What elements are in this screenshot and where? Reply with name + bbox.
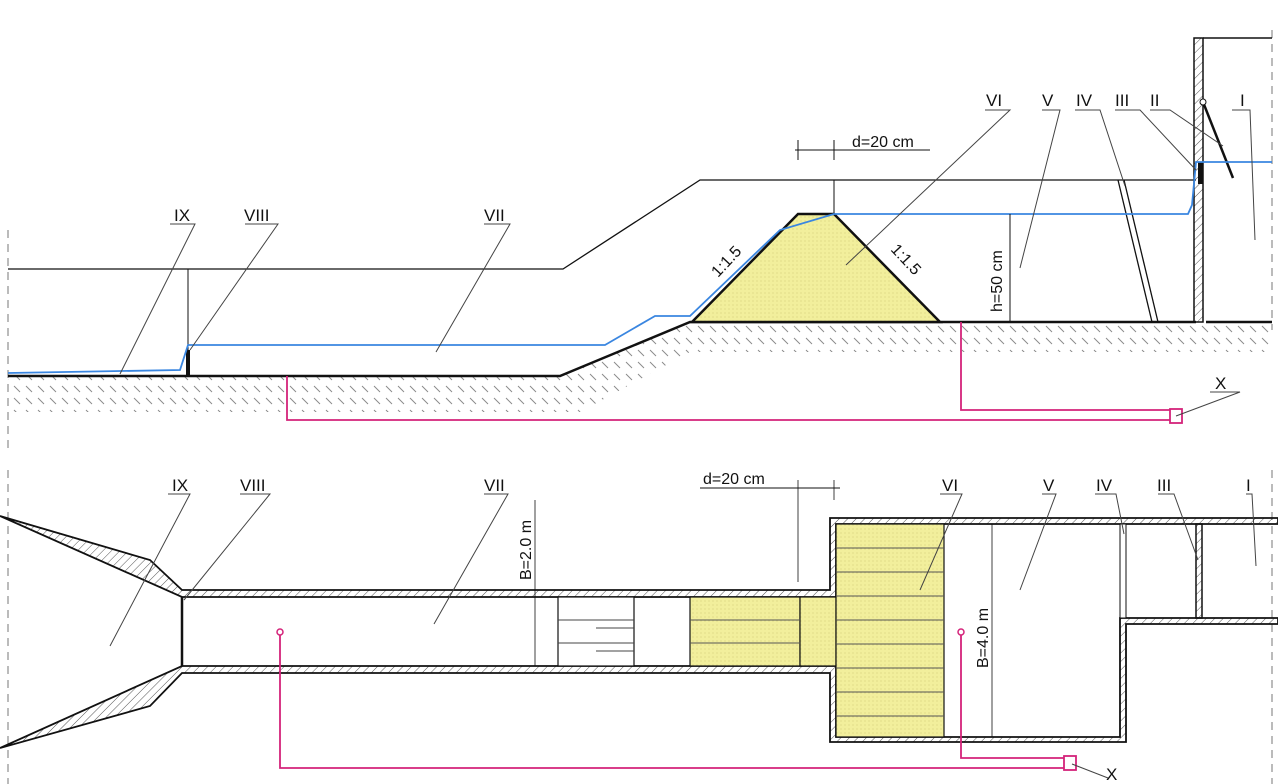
sensor-point-icon bbox=[957, 628, 965, 636]
plan-label-X: X bbox=[1106, 765, 1117, 784]
plan-label-III: III bbox=[1157, 476, 1171, 495]
section-view: d=20 cm h=50 cm 1:1.5 1:1.5 IX VIII VII … bbox=[7, 30, 1273, 450]
hinge-icon bbox=[1199, 98, 1207, 106]
label-IV: IV bbox=[1076, 91, 1093, 110]
plan-label-V: V bbox=[1043, 476, 1055, 495]
label-I: I bbox=[1240, 91, 1245, 110]
plan-block-VI-b bbox=[799, 596, 837, 667]
plan-view: d=20 cm B=2.0 m B=4.0 m IX VIII VII VI V… bbox=[0, 470, 1278, 784]
plan-label-VIII: VIII bbox=[240, 476, 266, 495]
plan-sensor-cable bbox=[279, 632, 1068, 769]
flap-gate-II bbox=[1201, 101, 1235, 179]
plan-label-VII: VII bbox=[484, 476, 505, 495]
dim-d-plan: d=20 cm bbox=[703, 471, 765, 488]
plan-label-IX: IX bbox=[172, 476, 188, 495]
dim-h: h=50 cm bbox=[989, 250, 1006, 312]
plan-label-IV: IV bbox=[1096, 476, 1113, 495]
label-VI: VI bbox=[986, 91, 1002, 110]
sill-VIII bbox=[186, 350, 190, 376]
dim-d-section: d=20 cm bbox=[852, 134, 914, 151]
plan-block-VI-c bbox=[835, 523, 945, 738]
label-V: V bbox=[1042, 91, 1054, 110]
dim-B-wide: B=4.0 m bbox=[975, 608, 992, 668]
plan-label-VI: VI bbox=[942, 476, 958, 495]
label-VII: VII bbox=[484, 206, 505, 225]
plan-wall-upper bbox=[0, 515, 1278, 598]
plan-sensor-cable-2 bbox=[960, 632, 1068, 759]
plan-block-VI-a bbox=[689, 596, 801, 667]
label-IX: IX bbox=[174, 206, 190, 225]
plan-wall-gate bbox=[1195, 523, 1203, 619]
label-VIII: VIII bbox=[244, 206, 270, 225]
gate-III bbox=[1198, 162, 1203, 184]
sensor-cable-2 bbox=[960, 322, 1176, 411]
plan-sensor-X bbox=[1063, 755, 1077, 771]
label-III: III bbox=[1115, 91, 1129, 110]
soil-hatch bbox=[8, 322, 1272, 412]
sensor-cable bbox=[286, 376, 1176, 421]
water-surface bbox=[7, 161, 1272, 374]
plan-step-block bbox=[557, 596, 635, 667]
label-X: X bbox=[1215, 374, 1226, 393]
channel-bed bbox=[8, 320, 1196, 378]
embankment-top bbox=[8, 179, 1196, 270]
plan-wall-lower bbox=[0, 617, 1278, 749]
label-II: II bbox=[1150, 91, 1159, 110]
fish-ladder-IV bbox=[1117, 179, 1159, 323]
dim-B-narrow: B=2.0 m bbox=[518, 520, 535, 580]
sensor-point-icon bbox=[276, 628, 284, 636]
plan-label-I: I bbox=[1246, 476, 1251, 495]
plan-ladder-IV bbox=[1119, 523, 1127, 619]
